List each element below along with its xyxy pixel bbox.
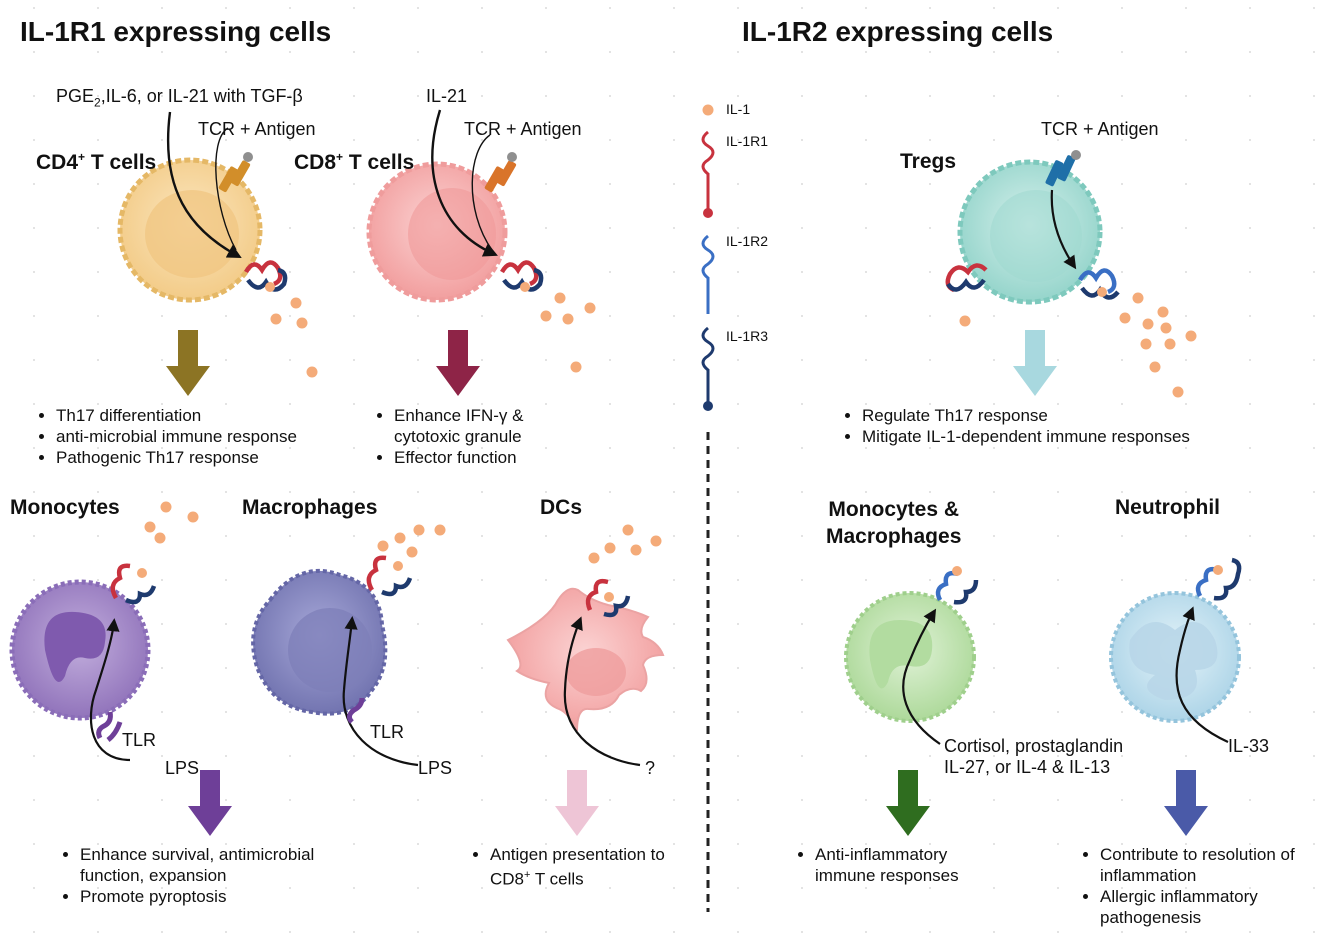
macrophage-receptor-label: TLR — [370, 722, 405, 742]
tcr-icon — [218, 152, 253, 193]
neutrophil-outcome-list: Contribute to resolution of inflammation… — [1080, 844, 1325, 928]
monocyte-outcome-arrow — [188, 770, 232, 836]
dc-signal-arrow — [563, 616, 641, 767]
il1-ligand-dc — [588, 524, 662, 564]
mono-mac-stimulus-label: Cortisol, prostaglandin IL-27, or IL-4 &… — [944, 736, 1124, 777]
il1r2-receptor-neutrophil — [1195, 557, 1242, 601]
dc-ligand-label: ? — [645, 758, 656, 778]
cd4-t-cell — [117, 111, 263, 303]
cd8-outcome-arrow — [436, 330, 480, 396]
list-item: Effector function — [394, 447, 594, 468]
il1r1-receptor-dc — [585, 578, 631, 618]
mono-mac-il1r2-cell — [844, 591, 976, 745]
cd4-outcome-arrow — [166, 330, 210, 396]
monocyte-outcome-list: Enhance survival, antimicrobial function… — [60, 844, 370, 907]
treg-tcr-label: TCR + Antigen — [1041, 119, 1159, 139]
list-item: Pathogenic Th17 response — [56, 447, 297, 468]
neutrophil-stimulus-label: IL-33 — [1228, 736, 1270, 756]
legend-graphics — [701, 104, 715, 411]
legend-il1r3-label: IL-1R3 — [726, 328, 769, 344]
il1r1-receptor-mac — [366, 555, 413, 597]
cd8-tcr-label: TCR + Antigen — [464, 119, 582, 139]
list-item: Promote pyroptosis — [80, 886, 370, 907]
cd4-outcome-list: Th17 differentiation anti-microbial immu… — [36, 405, 297, 468]
il1r1-receptor-cd8 — [500, 260, 544, 292]
mono-mac-outcome-arrow — [886, 770, 930, 836]
il1r1-decoy-treg — [945, 263, 988, 293]
cd4-tcr-arrow — [215, 127, 237, 251]
il1-ligand-mono — [144, 501, 199, 544]
macrophage-cell — [251, 568, 419, 767]
treg-outcome-list: Regulate Th17 response Mitigate IL-1-dep… — [842, 405, 1190, 447]
cd8-outcome-list: Enhance IFN-γ & cytotoxic granule Effect… — [374, 405, 594, 468]
cd8-t-cell — [366, 109, 517, 303]
il1r1-section-title: IL-1R1 expressing cells — [20, 16, 332, 47]
il1-ligand-treg — [959, 292, 1197, 398]
il1r2-section-title: IL-1R2 expressing cells — [742, 16, 1054, 47]
legend-il1-label: IL-1 — [726, 101, 751, 117]
dc-outcome-arrow — [555, 770, 599, 836]
macrophages-title: Macrophages — [242, 496, 378, 519]
dc-outcome-list: Antigen presentation to CD8+ T cells — [470, 844, 665, 890]
neutrophil-cell — [1109, 591, 1241, 743]
list-item: Anti-inflammatory immune responses — [815, 844, 1005, 886]
list-item: Th17 differentiation — [56, 405, 297, 426]
neutrophil-title: Neutrophil — [1115, 496, 1220, 519]
tlr-icon — [96, 711, 123, 742]
mono-mac-title: Monocytes & Macrophages — [826, 498, 962, 548]
cd8-stimulus-arrow — [431, 109, 498, 257]
il1-ligand-cd4 — [270, 297, 318, 378]
list-item: anti-microbial immune response — [56, 426, 297, 447]
il1-ligand-mac — [377, 524, 446, 558]
il1r1-receptor-mono — [110, 563, 157, 605]
monocyte-ligand-label: LPS — [165, 758, 200, 778]
tlr-icon — [346, 697, 365, 724]
legend-il1r2-label: IL-1R2 — [726, 233, 769, 249]
neutrophil-signal-arrow — [1175, 606, 1229, 743]
mono-mac-signal-arrow — [902, 608, 941, 745]
tcr-icon — [1045, 150, 1081, 187]
dcs-title: DCs — [540, 496, 583, 519]
list-item: Antigen presentation to CD8+ T cells — [490, 844, 665, 890]
cd4-stimulus-label: PGE2,IL-6, or IL-21 with TGF-β — [56, 86, 303, 110]
il1r1-receptor-cd4 — [244, 260, 288, 292]
cd8-stimulus-label: IL-21 — [426, 86, 468, 106]
il1r2-receptor-treg — [1078, 268, 1120, 300]
legend-il1r1-label: IL-1R1 — [726, 133, 769, 149]
list-item: Enhance IFN-γ & cytotoxic granule — [394, 405, 594, 447]
treg-outcome-arrow — [1013, 330, 1057, 396]
treg-title: Tregs — [900, 150, 957, 173]
cd4-tcr-label: TCR + Antigen — [198, 119, 316, 139]
cd8-tcr-arrow — [471, 134, 493, 251]
tcr-icon — [484, 152, 517, 193]
treg-cell — [957, 150, 1103, 305]
monocyte-receptor-label: TLR — [122, 730, 157, 750]
list-item: Allergic inflammatory pathogenesis — [1100, 886, 1325, 928]
monocyte-signal-arrow — [89, 618, 131, 762]
cd4-stimulus-arrow — [166, 111, 242, 259]
list-item: Mitigate IL-1-dependent immune responses — [862, 426, 1190, 447]
mono-mac-outcome-list: Anti-inflammatory immune responses — [795, 844, 1005, 886]
list-item: Regulate Th17 response — [862, 405, 1190, 426]
cd8-title: CD8+ T cells — [294, 150, 415, 174]
neutrophil-outcome-arrow — [1164, 770, 1208, 836]
macrophage-signal-arrow — [342, 616, 419, 767]
cd4-title: CD4+ T cells — [36, 150, 157, 174]
macrophage-ligand-label: LPS — [418, 758, 453, 778]
il1-ligand-cd8 — [540, 292, 596, 373]
list-item: Enhance survival, antimicrobial function… — [80, 844, 370, 886]
monocyte-cell — [9, 579, 151, 762]
il1r2-receptor-mono-mac — [935, 566, 979, 605]
treg-tcr-arrow — [1050, 189, 1077, 270]
list-item: Contribute to resolution of inflammation — [1100, 844, 1325, 886]
monocytes-title: Monocytes — [10, 496, 120, 519]
dendritic-cell — [506, 587, 665, 767]
